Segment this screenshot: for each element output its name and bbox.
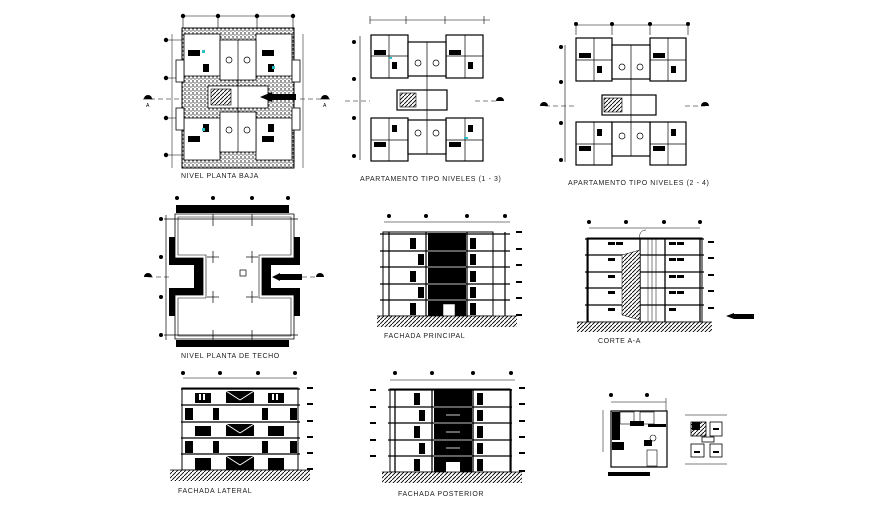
key-plan-drawing [685,414,727,465]
view-title: APARTAMENTO TIPO NIVELES (1 - 3) [360,176,502,183]
front-elevation-drawing [377,214,522,327]
typical-plan-2-4-drawing [540,22,709,166]
view-title: FACHADA PRINCIPAL [384,333,466,340]
view-title: FACHADA LATERAL [178,488,253,495]
section-marker-icon: A A [143,95,330,109]
roof-plan: NIVEL PLANTA DE TECHO [0,190,340,370]
key-plan [0,380,760,490]
ground-floor-plan: A A NIVEL PLANTA BAJA [0,0,340,190]
ground-floor-plan-drawing: A A [143,13,330,169]
view-title: FACHADA POSTERIOR [398,491,485,498]
view-title: NIVEL PLANTA DE TECHO [181,353,280,360]
roof-plan-drawing [144,196,324,347]
typical-plan-2-4: APARTAMENTO TIPO NIVELES (2 - 4) [0,0,740,200]
rear-elevation: FACHADA POSTERIOR [0,360,540,510]
svg-text:A: A [323,103,327,109]
section-a-a: CORTE A-A [0,205,780,355]
typical-plan-1-3-drawing [345,16,504,162]
view-title: NIVEL PLANTA BAJA [181,173,259,180]
typical-plan-1-3: APARTAMENTO TIPO NIVELES (1 - 3) [0,0,540,190]
front-elevation: FACHADA PRINCIPAL [0,200,560,350]
rear-elevation-drawing [370,371,525,483]
view-title: CORTE A-A [598,338,642,345]
side-elevation: FACHADA LATERAL [0,360,340,510]
view-title: APARTAMENTO TIPO NIVELES (2 - 4) [568,180,710,187]
section-a-a-drawing [577,220,754,332]
side-elevation-drawing [170,371,313,481]
roof-hatch-icon [239,269,247,277]
svg-text:A: A [146,103,150,109]
unit-detail-plan-drawing [602,393,668,476]
unit-detail-plan [0,380,680,490]
